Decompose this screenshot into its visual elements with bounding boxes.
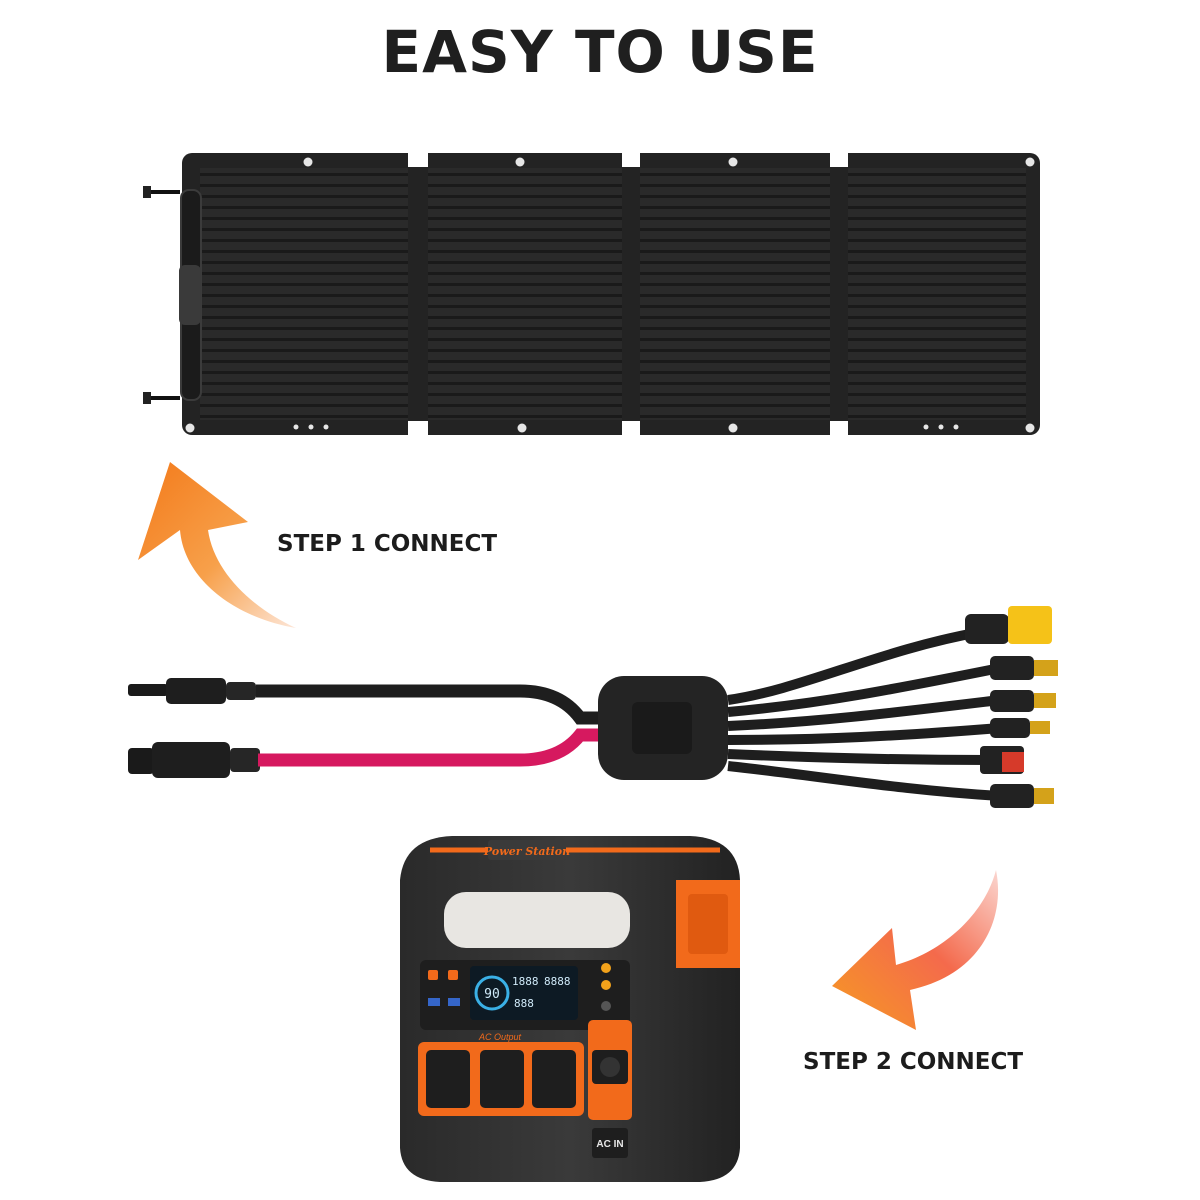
brand-label: Power Station: [483, 845, 570, 858]
cable-assembly: [128, 606, 1058, 808]
step1-arrow-icon: [138, 462, 296, 628]
battery-percent: 90: [484, 987, 500, 1002]
step2-label: STEP 2 CONNECT: [803, 1049, 1024, 1075]
display-bottom-watts: 888: [514, 997, 534, 1010]
display-output-watts: 8888: [544, 975, 571, 988]
display-input-watts: 1888: [512, 975, 539, 988]
solar-panel: [143, 153, 1040, 435]
ac-output-label: AC Output: [478, 1032, 522, 1042]
headline: EASY TO USE: [381, 18, 819, 86]
panel-section-1: [200, 168, 408, 420]
ac-in-label: AC IN: [596, 1139, 623, 1150]
panel-section-2: [428, 168, 622, 420]
panel-section-4: [848, 168, 1026, 420]
panel-section-3: [640, 168, 830, 420]
step2-arrow-icon: [832, 870, 999, 1030]
power-station: [400, 836, 740, 1182]
step1-label: STEP 1 CONNECT: [277, 531, 498, 557]
